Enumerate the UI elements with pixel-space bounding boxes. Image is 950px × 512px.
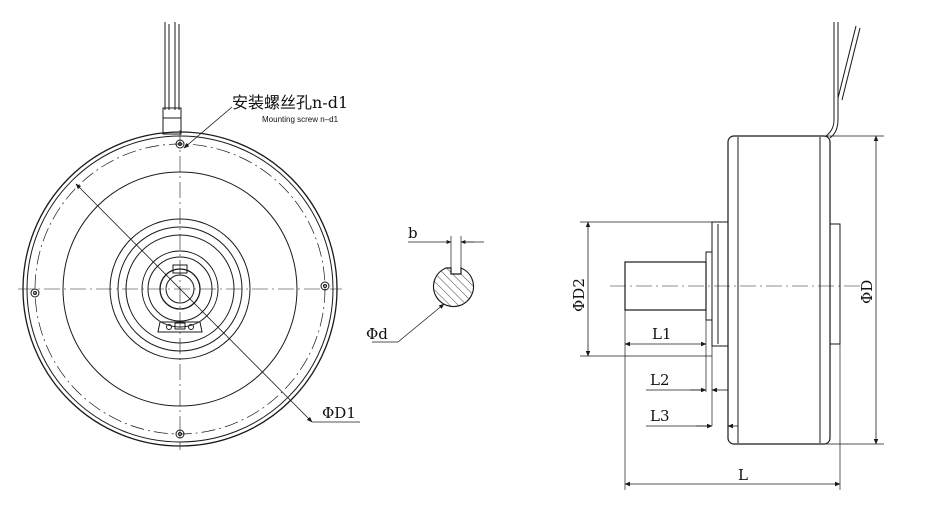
housing: [727, 135, 831, 445]
l3-label: L3: [650, 407, 670, 425]
d-outer-label: ΦD: [858, 280, 876, 304]
l-label: L: [738, 466, 748, 484]
shaft-section: [372, 236, 484, 343]
mount-label-cn: 安装螺丝孔n-d1: [232, 93, 348, 112]
b-label: b: [408, 224, 418, 242]
side-view: [580, 22, 884, 490]
mount-label-en: Mounting screw n–d1: [262, 115, 339, 124]
d-label: Φd: [366, 325, 388, 343]
rear-flange: [829, 223, 841, 345]
shaft-outline: [432, 267, 475, 308]
front-view: [18, 22, 360, 450]
screw-holes: [30, 139, 330, 439]
d1-dimension-line: [75, 183, 313, 423]
front-wires: [162, 22, 182, 135]
d2-label: ΦD2: [570, 278, 588, 312]
l2-label: L2: [650, 371, 670, 389]
front-flange: [711, 221, 729, 347]
side-wires: [825, 22, 861, 139]
l1-label: L1: [652, 325, 672, 343]
mount-leader: [183, 106, 233, 149]
d1-label: ΦD1: [322, 404, 356, 422]
